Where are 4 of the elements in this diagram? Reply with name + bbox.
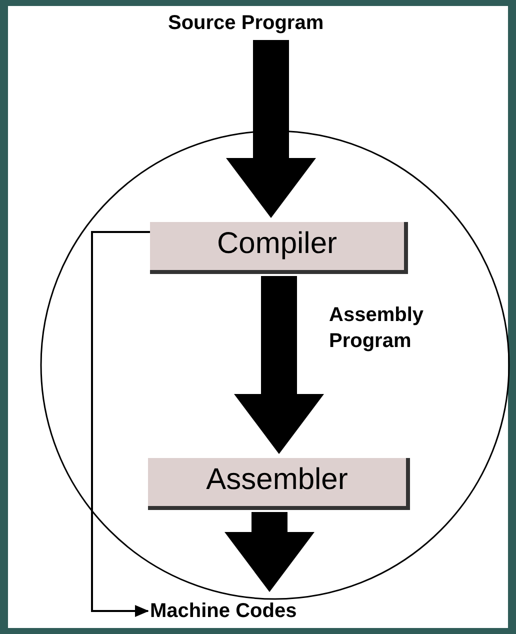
input-label: Source Program	[168, 8, 358, 38]
process-box: Assembler	[148, 458, 410, 510]
output-label: Machine Codes	[150, 596, 370, 626]
process-box: Compiler	[150, 222, 408, 274]
